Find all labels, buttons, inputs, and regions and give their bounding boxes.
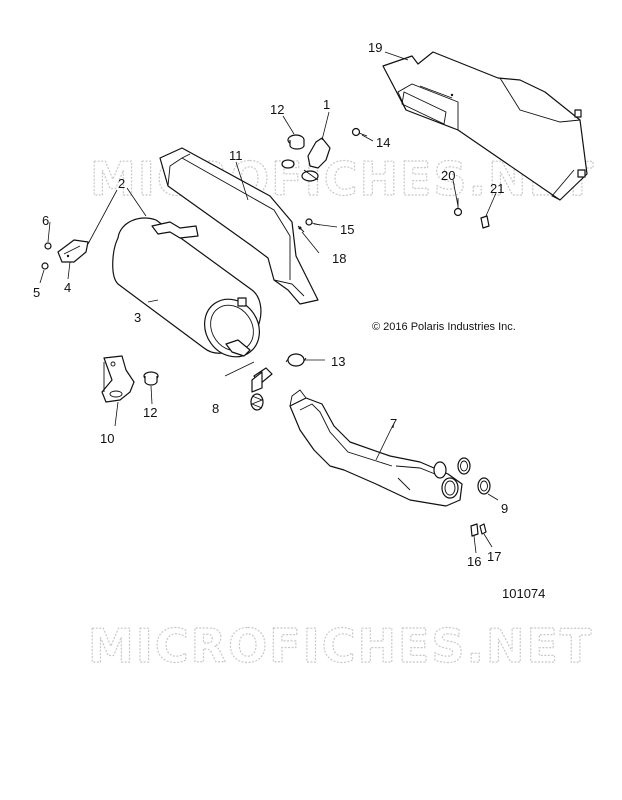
part-4-end-cap <box>57 239 89 263</box>
callout-5: 5 <box>33 285 40 300</box>
copyright-notice: © 2016 Polaris Industries Inc. <box>372 321 516 333</box>
part-17-stud <box>479 523 487 535</box>
callout-7: 7 <box>390 416 397 431</box>
callout-14: 14 <box>376 135 390 150</box>
callout-17: 17 <box>487 549 501 564</box>
diagram-number: 101074 <box>502 586 545 601</box>
part-12-grommet-upper <box>281 134 305 169</box>
part-13-spring <box>285 353 307 367</box>
part-3-muffler <box>112 217 262 358</box>
part-16-nut <box>470 523 479 537</box>
part-19-heat-shield <box>382 51 588 201</box>
spring-head-pipe <box>250 393 264 411</box>
part-1-bracket <box>301 137 331 182</box>
part-9-gasket <box>457 457 491 495</box>
callout-15: 15 <box>340 222 354 237</box>
callout-19: 19 <box>368 40 382 55</box>
part-12-grommet-lower <box>143 371 159 386</box>
callout-10: 10 <box>100 431 114 446</box>
callout-18: 18 <box>332 251 346 266</box>
watermark-bottom: MICROFICHES.NET <box>88 619 593 673</box>
callout-1: 1 <box>323 97 330 112</box>
part-21-clip <box>480 215 490 229</box>
part-6-screw <box>44 242 52 250</box>
callout-20: 20 <box>441 168 455 183</box>
callout-2: 2 <box>118 176 125 191</box>
part-11-heat-shield <box>159 147 319 305</box>
callout-11: 11 <box>229 148 243 163</box>
leader-lines <box>39 51 499 554</box>
part-18-spring <box>297 225 305 233</box>
part-20-bolt <box>453 198 463 217</box>
callout-12-lower: 12 <box>143 405 157 420</box>
callout-12-upper: 12 <box>270 102 284 117</box>
callout-3: 3 <box>134 310 141 325</box>
callout-9: 9 <box>501 501 508 516</box>
part-5-nut <box>41 262 49 270</box>
callout-21: 21 <box>490 181 504 196</box>
callout-8: 8 <box>212 401 219 416</box>
callout-4: 4 <box>64 280 71 295</box>
part-7-head-pipe <box>289 389 463 507</box>
part-8-seal <box>251 367 273 393</box>
callout-6: 6 <box>42 213 49 228</box>
part-14-bolt <box>351 127 368 137</box>
part-15-bolt <box>305 218 321 226</box>
part-10-mount-bracket <box>101 355 135 403</box>
callout-13: 13 <box>331 354 345 369</box>
callout-16: 16 <box>467 554 481 569</box>
